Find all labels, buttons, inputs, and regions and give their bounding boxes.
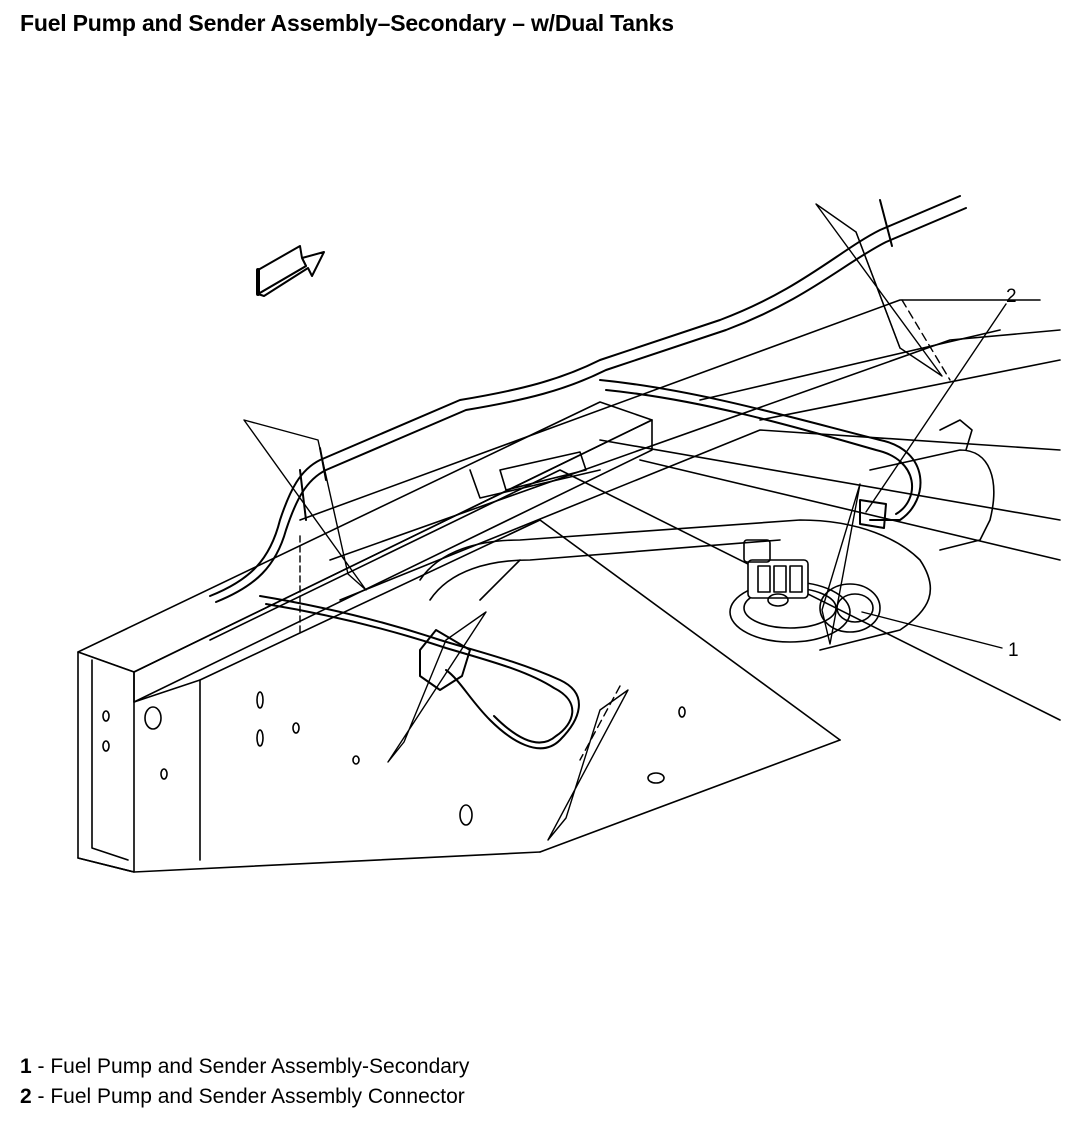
- callout-2: 2: [1006, 286, 1017, 307]
- legend-text: Fuel Pump and Sender Assembly-Secondary: [50, 1055, 470, 1078]
- pump-sender-module: [743, 539, 809, 607]
- diagram-title: Fuel Pump and Sender Assembly–Secondary …: [20, 10, 674, 36]
- floor-pan: [299, 299, 1061, 601]
- callout-1: 1: [1008, 640, 1019, 661]
- wiring-harness: [209, 195, 967, 750]
- legend-number: 1: [20, 1055, 32, 1078]
- legend-separator: -: [31, 1055, 51, 1078]
- callout-leaders: [861, 303, 1007, 649]
- legend-separator: -: [31, 1085, 51, 1108]
- legend-item: 2 - Fuel Pump and Sender Assembly Connec…: [20, 1082, 469, 1112]
- frame-rail: [77, 401, 1061, 873]
- legend-item: 1 - Fuel Pump and Sender Assembly-Second…: [20, 1052, 469, 1082]
- legend-text: Fuel Pump and Sender Assembly Connector: [50, 1085, 465, 1108]
- legend-number: 2: [20, 1085, 32, 1108]
- view-indicators: [243, 203, 951, 841]
- front-direction-arrow-icon: [256, 245, 325, 297]
- fuel-pump-illustration: 2 1: [77, 195, 1061, 873]
- legend: 1 - Fuel Pump and Sender Assembly-Second…: [20, 1052, 469, 1112]
